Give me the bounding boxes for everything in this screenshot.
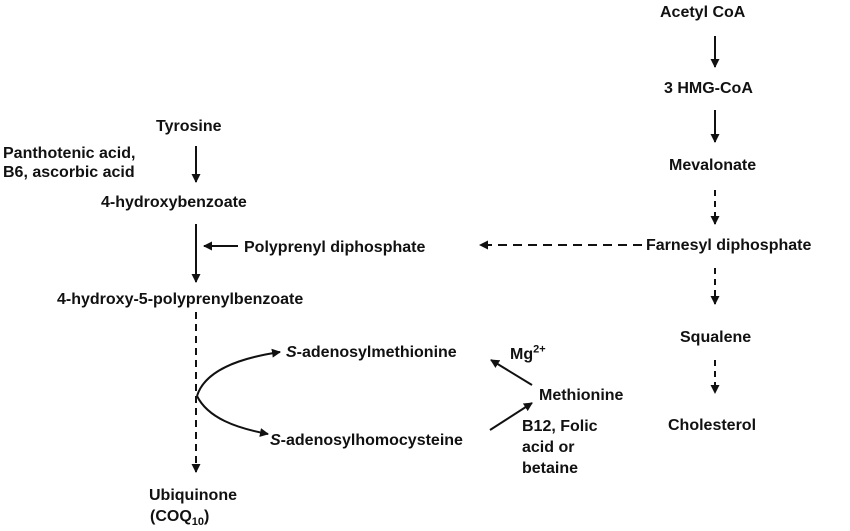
- label-s-adenosylhomocysteine: S-adenosylhomocysteine: [270, 431, 463, 451]
- sah-prefix: S: [270, 432, 281, 449]
- sah-rest: -adenosylhomocysteine: [280, 432, 463, 449]
- label-hmg-coa: 3 HMG-CoA: [664, 80, 753, 97]
- label-methionine: Methionine: [539, 387, 624, 404]
- label-cofactors-line-1: Panthotenic acid,: [3, 145, 136, 162]
- coq-close: ): [204, 508, 210, 525]
- mg-superscript: 2+: [533, 343, 546, 356]
- label-ubiquinone: Ubiquinone: [149, 487, 237, 504]
- mg-text: Mg: [510, 346, 534, 363]
- label-polyprenylbenzoate: 4-hydroxy-5-polyprenylbenzoate: [57, 291, 304, 308]
- arrow-to-sah: [196, 395, 269, 437]
- label-polyprenyl-diphosphate: Polyprenyl diphosphate: [244, 239, 426, 256]
- label-mg2plus: Mg2+: [510, 343, 546, 365]
- label-squalene: Squalene: [680, 329, 752, 346]
- label-vitamins: B12, Folic acid or betaine: [522, 418, 598, 477]
- label-mevalonate: Mevalonate: [669, 157, 757, 174]
- label-tyrosine: Tyrosine: [156, 118, 222, 135]
- coq-subscript: 10: [191, 516, 205, 529]
- label-cholesterol: Cholesterol: [668, 417, 757, 434]
- arrow-sah-to-methionine: [489, 402, 533, 431]
- sam-rest: -adenosylmethionine: [296, 344, 457, 361]
- arrow-to-sam: [196, 348, 281, 397]
- sam-prefix: S: [286, 344, 297, 361]
- label-acetyl-coa: Acetyl CoA: [660, 4, 746, 21]
- coq-text: (COQ: [150, 508, 192, 525]
- label-farnesyl-diphosphate: Farnesyl diphosphate: [646, 237, 812, 254]
- label-coq10: (COQ10): [150, 507, 210, 529]
- arrow-methionine-to-sam: [490, 359, 533, 386]
- label-4-hydroxybenzoate: 4-hydroxybenzoate: [101, 194, 247, 211]
- label-cofactors-line-2: B6, ascorbic acid: [3, 164, 135, 181]
- label-s-adenosylmethionine: S-adenosylmethionine: [286, 343, 457, 363]
